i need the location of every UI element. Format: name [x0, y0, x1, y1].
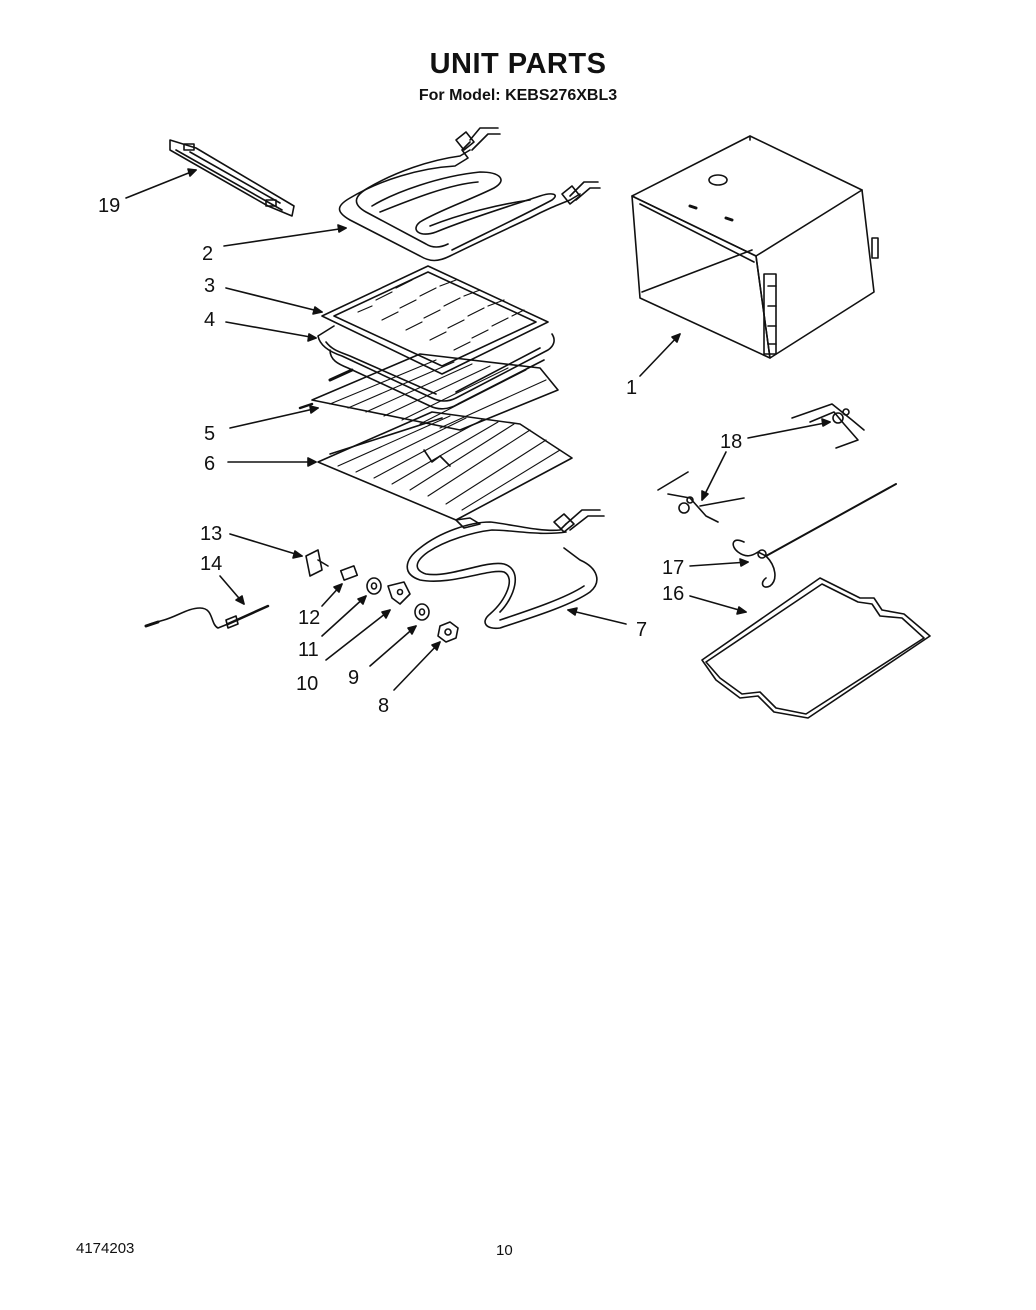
leader-6 [227, 457, 317, 467]
callout-1: 1 [626, 377, 637, 399]
leader-9 [369, 625, 417, 667]
part-13-clip [306, 550, 328, 576]
part-8-nut [438, 622, 458, 642]
callout-19: 19 [98, 195, 120, 217]
callout-9: 9 [348, 667, 359, 689]
leader-12 [321, 583, 343, 607]
part-7-bake-element [407, 510, 604, 628]
leader-2 [223, 224, 347, 247]
callout-2: 2 [202, 243, 213, 265]
part-10-bracket [388, 582, 410, 604]
part-17-rotisserie-spit [733, 484, 896, 587]
leader-11 [321, 595, 367, 637]
callout-8: 8 [378, 695, 389, 717]
model-subtitle: For Model: KEBS276XBL3 [418, 87, 618, 104]
page-title: UNIT PARTS [429, 48, 607, 80]
callout-16: 16 [662, 583, 684, 605]
part-3-broiler-pan-grid [322, 266, 548, 374]
part-2-broil-element [340, 128, 601, 261]
part-11-washer [367, 578, 381, 594]
part-19-bracket-bar [170, 140, 294, 216]
callout-14: 14 [200, 553, 222, 575]
leader-8 [393, 641, 441, 691]
callout-5: 5 [204, 423, 215, 445]
callout-11: 11 [298, 639, 319, 661]
part-4-broiler-pan [318, 326, 554, 409]
leader-10 [325, 609, 391, 661]
callout-10: 10 [296, 673, 318, 695]
leader-13 [229, 533, 303, 559]
part-6-oven-rack-lower [318, 412, 572, 528]
callout-12: 12 [298, 607, 320, 629]
callout-13: 13 [200, 523, 222, 545]
callout-18: 18 [720, 431, 742, 453]
leader-18b [701, 451, 727, 501]
leader-14 [219, 575, 245, 605]
part-9-washer [415, 604, 429, 620]
callout-4: 4 [204, 309, 215, 331]
leader-17 [689, 558, 749, 567]
leader-4 [225, 321, 317, 342]
callout-7: 7 [636, 619, 647, 641]
part-12-insulator [341, 566, 358, 580]
leader-1 [639, 333, 681, 377]
part-18-rotisserie-forks [658, 404, 864, 522]
part-1-oven-cavity [632, 136, 878, 358]
leader-3 [225, 287, 323, 315]
part-16-rotisserie-frame [702, 578, 930, 718]
callout-17: 17 [662, 557, 684, 579]
document-number: 4174203 [76, 1240, 135, 1257]
leader-16 [689, 595, 747, 615]
callout-6: 6 [204, 453, 215, 475]
callout-3: 3 [204, 275, 215, 297]
leader-7 [567, 607, 627, 625]
leader-19 [125, 168, 197, 199]
leader-arrows [125, 168, 831, 691]
part-14-temperature-sensor [146, 606, 268, 628]
page-number: 10 [496, 1242, 513, 1259]
leader-5 [229, 405, 319, 429]
part-5-oven-rack-upper [300, 354, 558, 430]
leader-18a [747, 418, 831, 439]
